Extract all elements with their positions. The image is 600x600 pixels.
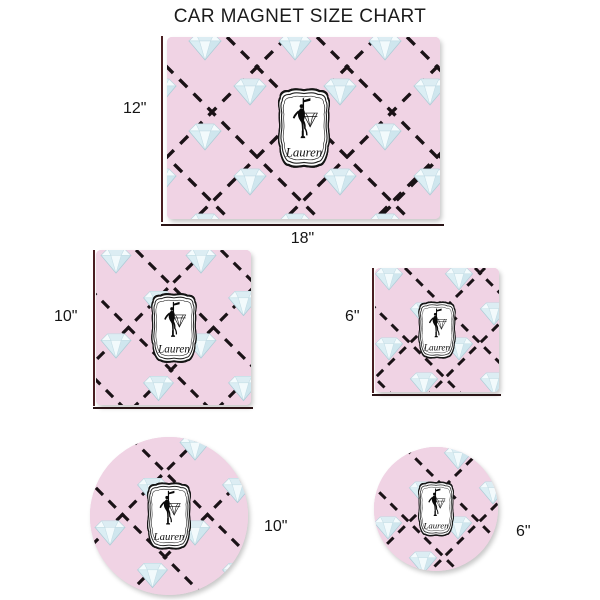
magnet-square-10x10[interactable]: Lauren bbox=[96, 250, 251, 405]
rect-height-label: 12" bbox=[123, 100, 147, 117]
monogram-name-text: Lauren bbox=[422, 520, 449, 530]
square-small-height-guide bbox=[372, 268, 374, 393]
magnet-square-6x6[interactable]: Lauren bbox=[375, 268, 499, 392]
circle-small-label: 6" bbox=[516, 523, 531, 540]
magnet-round-6[interactable]: Lauren bbox=[374, 447, 498, 571]
rect-width-guide bbox=[161, 224, 444, 226]
monogram-name-text: Lauren bbox=[153, 531, 185, 543]
square-large-label: 10" bbox=[54, 308, 78, 325]
rect-height-guide bbox=[161, 36, 163, 222]
square-small-bottom-guide bbox=[372, 394, 501, 396]
circle-large-label: 10" bbox=[264, 518, 288, 535]
monogram-plaque-svg: Lauren bbox=[146, 290, 202, 365]
square-small-label: 6" bbox=[345, 308, 360, 325]
magnet-round-10[interactable]: Lauren bbox=[90, 437, 248, 595]
monogram-plaque-svg: Lauren bbox=[414, 299, 460, 361]
rect-width-label: 18" bbox=[290, 230, 315, 247]
center-monogram-label: Lauren bbox=[142, 480, 196, 552]
monogram-plaque-svg: Lauren bbox=[142, 480, 196, 552]
center-monogram-label: Lauren bbox=[146, 290, 202, 365]
monogram-plaque-svg: Lauren bbox=[414, 480, 458, 539]
center-monogram-label: Lauren bbox=[414, 480, 458, 539]
square-large-height-guide bbox=[93, 250, 95, 406]
square-large-bottom-guide bbox=[93, 407, 253, 409]
monogram-name-text: Lauren bbox=[423, 342, 451, 352]
center-monogram-label: Lauren bbox=[414, 299, 460, 361]
lattice-pattern bbox=[374, 447, 498, 571]
monogram-name-text: Lauren bbox=[157, 343, 190, 355]
monogram-name-text: Lauren bbox=[284, 145, 322, 159]
monogram-plaque-svg: Lauren bbox=[272, 85, 336, 171]
center-monogram-label: Lauren bbox=[272, 85, 336, 171]
page-title: CAR MAGNET SIZE CHART bbox=[173, 6, 427, 27]
magnet-rectangle-18x12[interactable]: Lauren bbox=[167, 37, 440, 219]
